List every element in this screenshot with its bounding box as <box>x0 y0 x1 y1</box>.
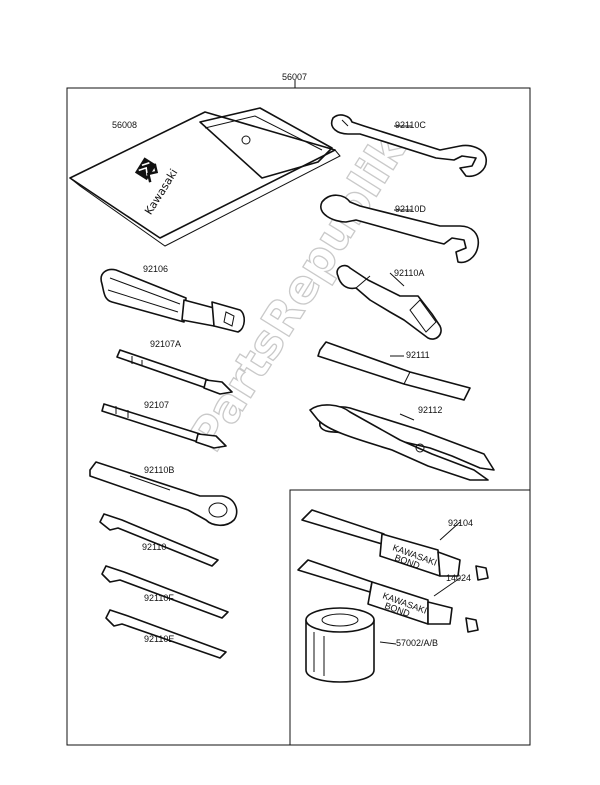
pliers-92112 <box>309 404 495 481</box>
screwdriver-92107 <box>101 403 227 449</box>
label-14024: 14024 <box>446 573 471 583</box>
label-92107a: 92107A <box>150 339 181 349</box>
label-92107: 92107 <box>144 400 169 410</box>
kawasaki-logo: Kawasaki <box>134 157 180 217</box>
label-92104: 92104 <box>448 518 473 528</box>
socket-handle <box>100 268 246 333</box>
kit-frame <box>66 80 531 746</box>
box-wrench-92110a <box>336 264 442 340</box>
grease-can <box>305 607 375 683</box>
label-92110d: 92110D <box>395 204 426 214</box>
label-92110f: 92110F <box>144 593 174 603</box>
label-92106: 92106 <box>143 264 168 274</box>
hex-key-92110e <box>105 609 227 659</box>
tool-pouch: Kawasaki <box>69 107 341 247</box>
label-92110e: 92110E <box>144 634 174 644</box>
label-92112: 92112 <box>418 405 442 415</box>
label-92110b: 92110B <box>144 465 174 475</box>
label-56007: 56007 <box>282 72 307 82</box>
label-92111: 92111 <box>406 350 430 360</box>
bond-tube-14024: KAWASAKI BOND <box>297 559 479 633</box>
ring-spanner-92110b <box>89 461 238 527</box>
label-92110a: 92110A <box>394 268 424 278</box>
label-57002ab: 57002/A/B <box>396 638 438 648</box>
open-wrench-92110d <box>320 194 480 264</box>
open-wrench-92110c <box>330 114 487 178</box>
label-56008: 56008 <box>112 120 137 130</box>
hex-key-92110f <box>101 565 229 619</box>
flat-bar-92111 <box>317 341 471 401</box>
leader-lines <box>379 125 461 645</box>
label-92110c: 92110C <box>395 120 426 130</box>
label-92110: 92110 <box>142 542 166 552</box>
hex-key-92110 <box>99 513 219 567</box>
screwdriver-92107a <box>116 349 233 395</box>
